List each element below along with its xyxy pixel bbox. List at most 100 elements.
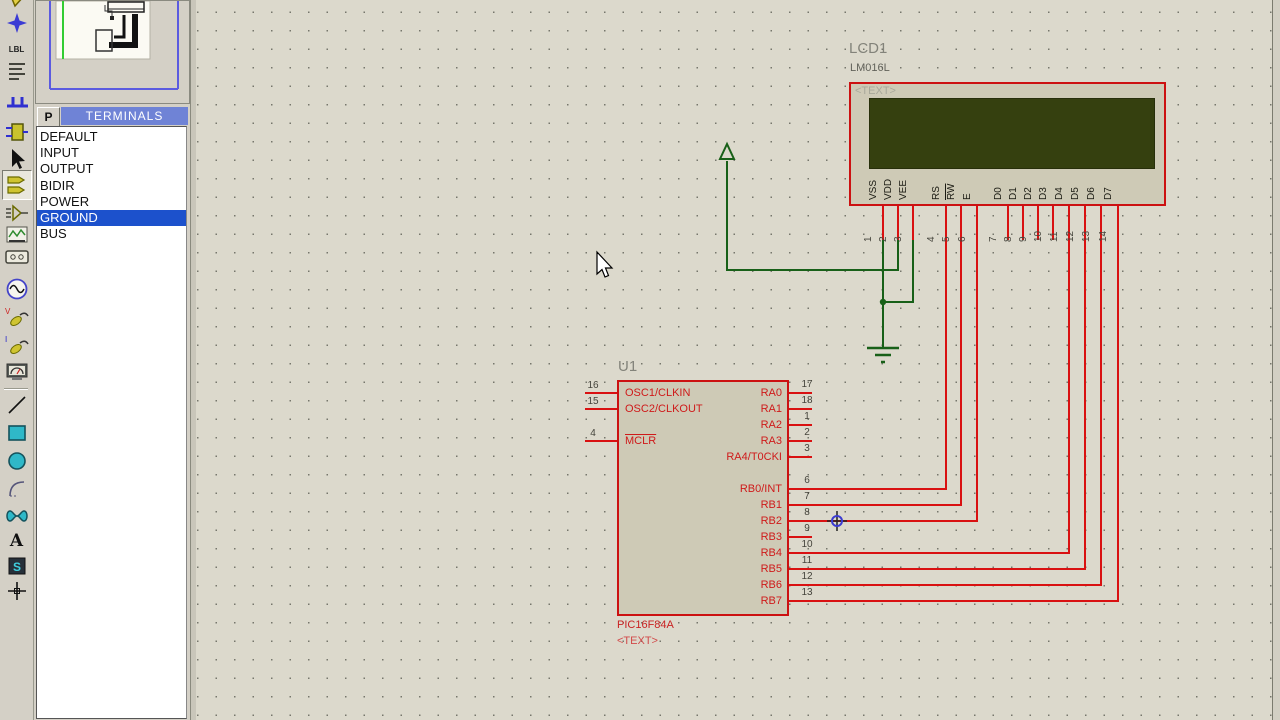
pic-pin-num-3: 3 — [804, 443, 810, 454]
pic-text-placeholder: <TEXT> — [617, 635, 658, 647]
lcd-pin-num-11: 11 — [1049, 231, 1060, 242]
object-selector-header: P TERMINALS — [36, 107, 188, 127]
2d-line-icon[interactable] — [3, 392, 30, 418]
lcd-pin-num-10: 10 — [1033, 230, 1044, 242]
terminal-icon[interactable] — [2, 170, 32, 200]
pic-pin-num-13: 13 — [801, 587, 813, 598]
pic-pin-num-18: 18 — [801, 395, 813, 406]
lcd-value-label[interactable]: LM016L — [850, 62, 890, 74]
lcd-pin-num-7: 7 — [988, 236, 999, 242]
lcd-ref-label[interactable]: LCD1 — [849, 40, 888, 57]
canvas-edge-strip — [1273, 0, 1280, 720]
pic-pin-num-15: 15 — [587, 396, 599, 407]
pic-component-body[interactable] — [617, 380, 789, 616]
selection-arrow-icon[interactable] — [3, 146, 30, 172]
list-item-input[interactable]: INPUT — [40, 145, 79, 161]
pic-part-label[interactable]: PIC16F84A — [617, 619, 674, 631]
lcd-pin-name-d0: D0 — [993, 187, 1004, 200]
pic-pin-num-9: 9 — [804, 523, 810, 534]
side-panel: P TERMINALS DEFAULT INPUT OUTPUT BIDIR P… — [35, 0, 190, 720]
pic-pin-num-4: 4 — [590, 428, 596, 439]
pic-pin-name-rb4: RB4 — [760, 547, 782, 559]
preview-miniature — [49, 1, 179, 90]
power-wires[interactable] — [718, 141, 914, 347]
lcd-pin-num-3: 3 — [893, 236, 904, 242]
lcd-pin-name-d4: D4 — [1054, 187, 1065, 200]
lcd-screen — [869, 98, 1155, 169]
graph-icon[interactable] — [3, 222, 30, 248]
svg-text:I: I — [5, 335, 7, 344]
2d-path-icon[interactable] — [3, 503, 30, 529]
pic-ref-label[interactable]: U1 — [618, 358, 638, 375]
2d-box-icon[interactable] — [3, 420, 30, 446]
schematic-overview-preview[interactable] — [35, 0, 190, 104]
schematic-canvas[interactable]: LCD1 LM016L <TEXT> VSS VDD VEE RS RW E D… — [196, 0, 1280, 720]
voltage-probe-icon[interactable]: V — [3, 305, 30, 331]
list-item-power[interactable]: POWER — [40, 193, 90, 209]
2d-circle-icon[interactable] — [3, 448, 30, 474]
2d-symbol-icon[interactable]: S — [3, 553, 30, 579]
current-probe-icon[interactable]: I — [3, 333, 30, 359]
pic-pin-name-rb3: RB3 — [760, 531, 782, 543]
text-script-icon[interactable] — [3, 58, 30, 84]
lcd-pin-name-d3: D3 — [1038, 187, 1049, 200]
subcircuit-icon[interactable] — [3, 119, 30, 145]
2d-arc-icon[interactable] — [3, 476, 30, 502]
pic-pin-num-17: 17 — [801, 379, 813, 390]
device-pin-icon[interactable] — [3, 200, 30, 226]
lcd-component-body[interactable]: <TEXT> — [849, 82, 1166, 206]
lcd-pin-name-vee: VEE — [898, 179, 909, 200]
pic-pin-num-2: 2 — [804, 427, 810, 438]
pic-pin-num-8: 8 — [804, 507, 810, 518]
origin-crosshair-marker — [827, 511, 847, 531]
bus-icon[interactable] — [3, 92, 30, 118]
wire-label-icon[interactable]: LBL — [8, 44, 25, 54]
list-item-default[interactable]: DEFAULT — [40, 129, 98, 144]
pic-pin-name-ra2: RA2 — [760, 419, 782, 431]
mouse-cursor — [596, 250, 614, 278]
pic-pin-name-rb7: RB7 — [760, 595, 782, 607]
2d-text-icon[interactable]: A — [9, 531, 24, 551]
component-icon[interactable] — [3, 0, 30, 16]
lcd-pin-num-9: 9 — [1018, 236, 1029, 242]
list-item-bus[interactable]: BUS — [40, 226, 67, 242]
lcd-pin-name-rs: RS — [931, 186, 942, 200]
lcd-pin-name-d1: D1 — [1008, 187, 1019, 200]
pic-pin-num-10: 10 — [801, 539, 813, 550]
lcd-pin-num-4: 4 — [926, 236, 937, 242]
virtual-instrument-icon[interactable] — [3, 359, 30, 385]
lcd-pin-name-d7: D7 — [1103, 187, 1114, 200]
signal-wires[interactable] — [585, 206, 1119, 602]
object-selector-title: TERMINALS — [61, 107, 188, 125]
lcd-pin-name-e: E — [962, 193, 973, 200]
pic-pin-name-ra1: RA1 — [760, 403, 782, 415]
pic-pin-num-7: 7 — [804, 491, 810, 502]
list-item-ground[interactable]: GROUND — [37, 209, 186, 227]
lcd-pin-num-14: 14 — [1098, 230, 1109, 242]
pic-pin-name-mclr: MCLR — [625, 435, 657, 447]
lcd-pin-num-5: 5 — [941, 236, 952, 242]
tape-recorder-icon[interactable] — [3, 244, 30, 270]
svg-text:V: V — [5, 307, 11, 316]
pic-pin-num-11: 11 — [801, 555, 813, 566]
list-item-bidir[interactable]: BIDIR — [40, 177, 75, 193]
lcd-pin-name-d5: D5 — [1070, 187, 1081, 200]
pick-devices-button[interactable]: P — [37, 107, 60, 127]
pic-pin-name-ra4: RA4/T0CKI — [726, 451, 782, 463]
lcd-text-placeholder: <TEXT> — [855, 85, 896, 97]
generator-icon[interactable] — [3, 276, 30, 302]
lcd-pin-name-d2: D2 — [1023, 187, 1034, 200]
pic-pin-num-12: 12 — [801, 571, 813, 582]
junction-dot-icon[interactable] — [3, 10, 30, 36]
pic-pin-name-rb1: RB1 — [760, 499, 782, 511]
pic-pin-name-ra0: RA0 — [760, 387, 782, 399]
list-item-output[interactable]: OUTPUT — [40, 161, 94, 177]
pic-pin-name-rb0: RB0/INT — [739, 483, 782, 495]
2d-marker-icon[interactable] — [3, 578, 30, 604]
toolbar-divider — [4, 388, 28, 390]
ground-symbol[interactable] — [867, 346, 899, 364]
lcd-pin-num-1: 1 — [863, 236, 874, 242]
lcd-pin-name-vdd: VDD — [883, 178, 894, 200]
pic-pin-name-osc1: OSC1/CLKIN — [625, 387, 691, 399]
wire-junction-dot — [879, 298, 887, 306]
